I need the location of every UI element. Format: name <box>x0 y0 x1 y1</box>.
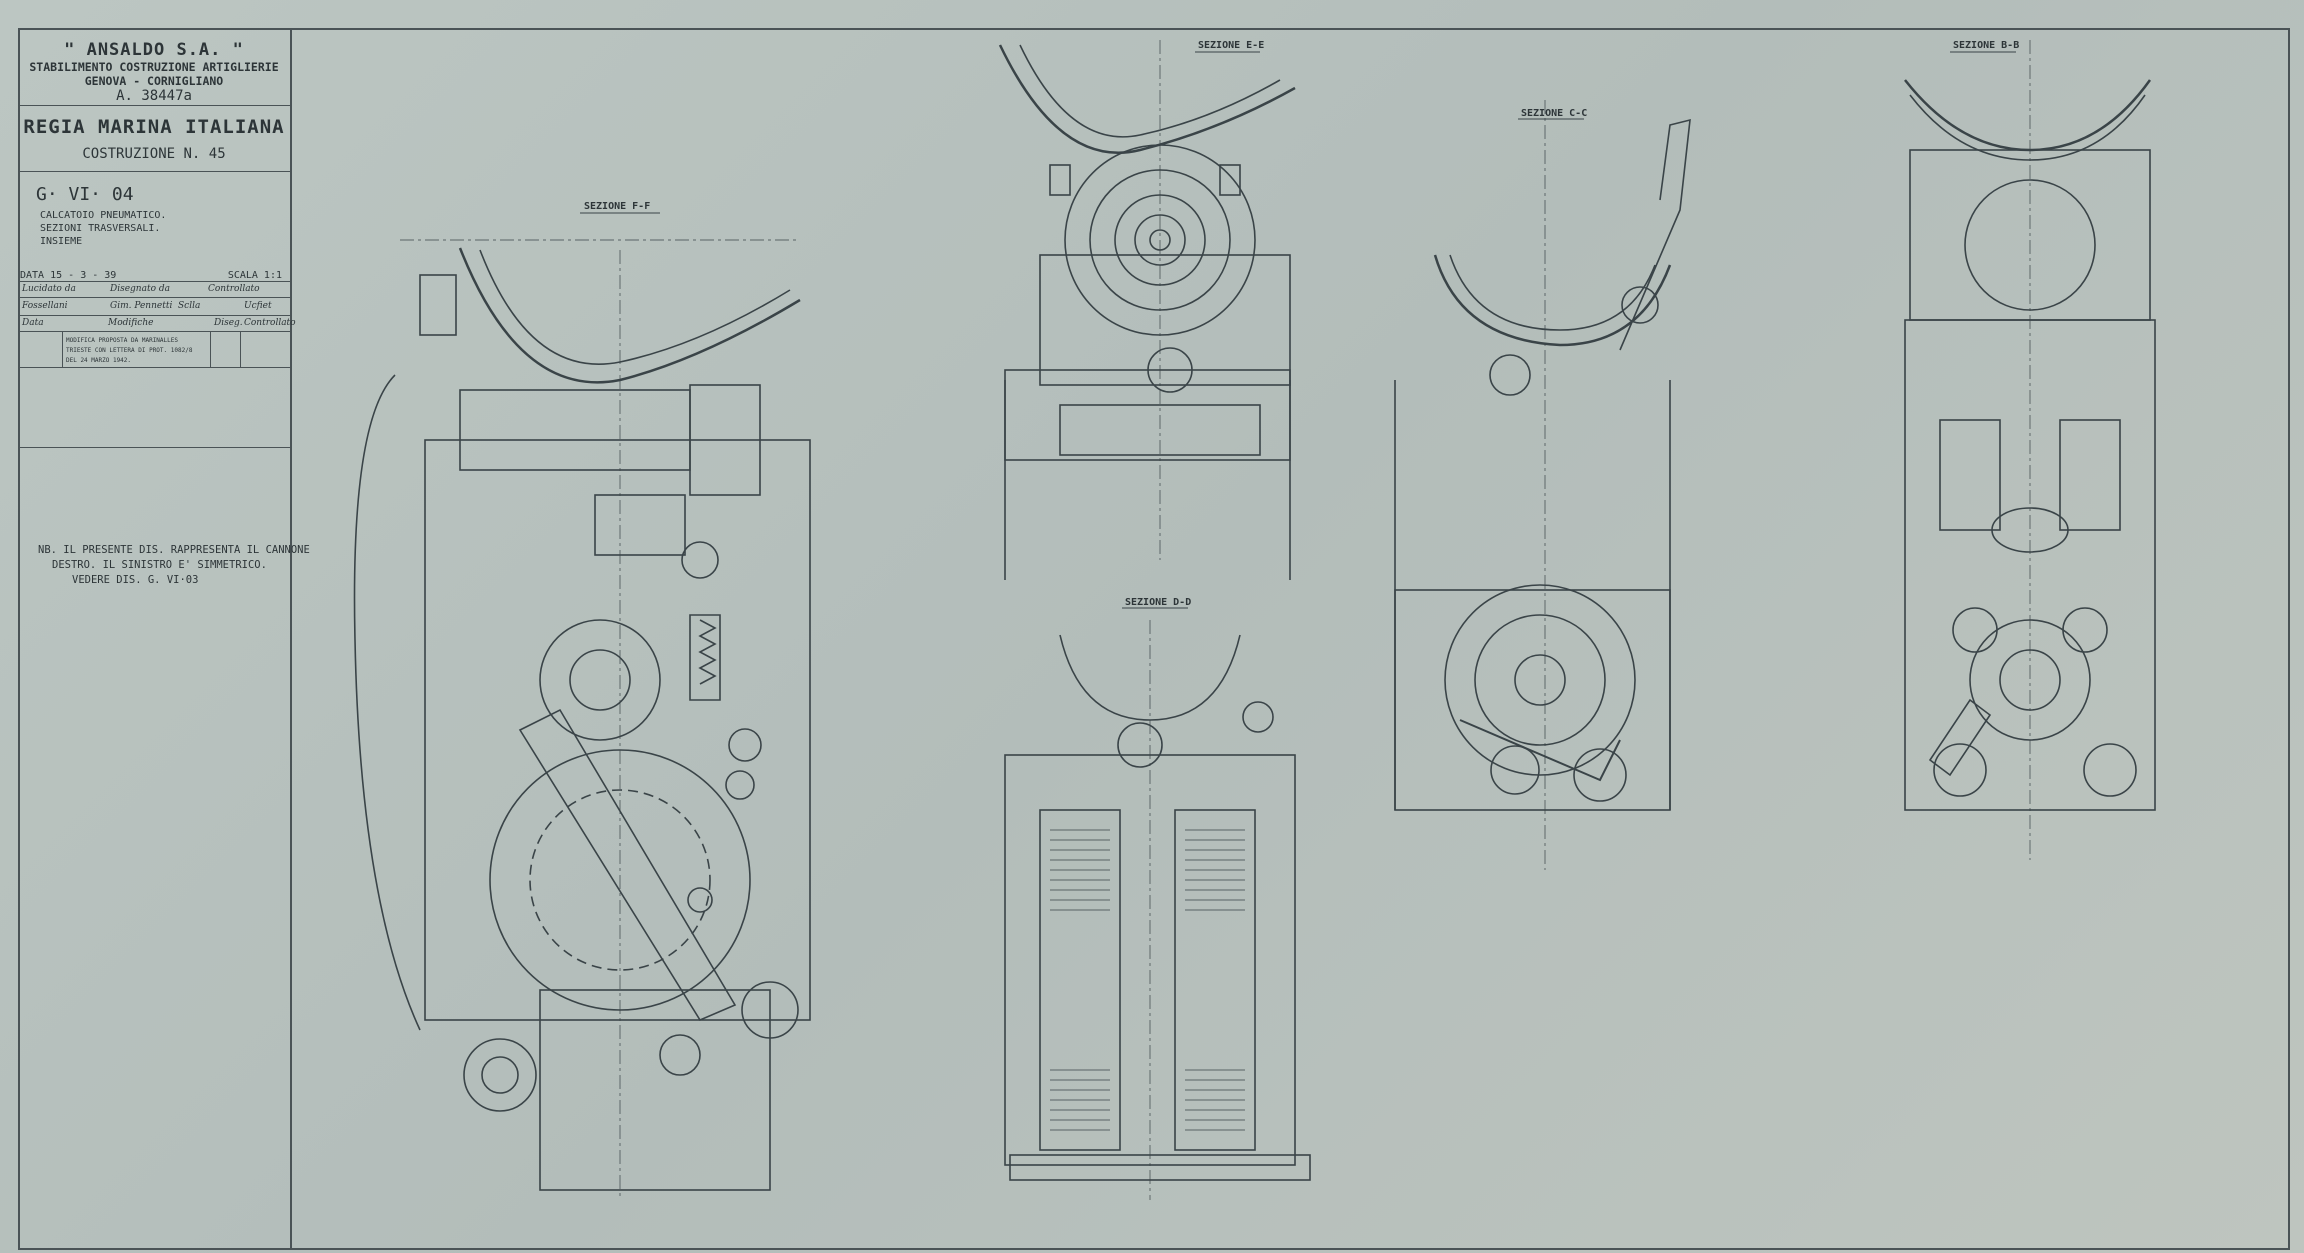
checked-signature: Ucfiet <box>244 301 272 311</box>
description-line: SEZIONI TRASVERSALI. <box>40 223 161 234</box>
title-block: " ANSALDO S.A. " STABILIMENTO COSTRUZION… <box>18 28 296 1250</box>
section-cc-label: SEZIONE C-C <box>1521 108 1587 119</box>
blank-row <box>18 368 290 448</box>
section-bb-label: SEZIONE B-B <box>1953 40 2019 51</box>
archive-number: A. 38447a <box>116 88 192 104</box>
section-dd-drawing <box>1004 620 1311 1200</box>
company-header: " ANSALDO S.A. " STABILIMENTO COSTRUZION… <box>18 28 290 106</box>
modification-row: MODIFICA PROPOSTA DA MARINALLES TRIESTE … <box>18 332 290 368</box>
section-ff-label: SEZIONE F-F <box>584 201 650 212</box>
checked-header: Controllato <box>208 284 260 294</box>
description-line: INSIEME <box>40 236 83 247</box>
drawing-note: NB. IL PRESENTE DIS. RAPPRESENTA IL CANN… <box>38 543 310 588</box>
section-ee-drawing <box>998 40 1296 580</box>
section-cc-drawing <box>1394 100 1691 870</box>
section-dd-label: SEZIONE D-D <box>1125 597 1191 608</box>
client-block: REGIA MARINA ITALIANA COSTRUZIONE N. 45 <box>18 106 290 172</box>
drawing-info: G· VI· 04 CALCATOIO PNEUMATICO. SEZIONI … <box>18 172 290 282</box>
modification-text: MODIFICA PROPOSTA DA MARINALLES TRIESTE … <box>66 337 193 364</box>
plant-location: GENOVA - CORNIGLIANO <box>84 74 224 88</box>
note-line: VEDERE DIS. G. VI·03 <box>72 574 199 586</box>
mod-checked-header: Controllato <box>244 318 296 328</box>
drawn-header: Disegnato da <box>110 284 170 294</box>
traced-signature: Fossellani <box>22 301 68 311</box>
drawing-frame <box>18 28 2290 1250</box>
company-name: " ANSALDO S.A. " <box>64 40 244 60</box>
description-line: CALCATOIO PNEUMATICO. <box>40 210 167 221</box>
section-bb-drawing <box>1904 40 2156 860</box>
mod-drawn-header: Diseg. <box>214 318 243 328</box>
section-ee-label: SEZIONE E-E <box>1198 40 1264 51</box>
note-line: NB. IL PRESENTE DIS. RAPPRESENTA IL CANN… <box>38 544 310 556</box>
section-ff-drawing <box>353 239 811 1200</box>
construction-number: COSTRUZIONE N. 45 <box>82 146 226 162</box>
signature-row: Fossellani Gim. Pennetti Sclla Ucfiet <box>18 298 290 316</box>
modifications-header-row: Data Modifiche Diseg. Controllato <box>18 316 296 332</box>
drawn-signature: Gim. Pennetti <box>110 301 173 311</box>
drawing-code: G· VI· 04 <box>36 184 134 205</box>
client-name: REGIA MARINA ITALIANA <box>23 116 285 138</box>
date: DATA 15 - 3 - 39 <box>20 270 117 281</box>
checked-signature: Sclla <box>178 301 201 311</box>
scale: SCALA 1:1 <box>227 270 282 281</box>
traced-header: Lucidato da <box>22 284 76 294</box>
plant-name: STABILIMENTO COSTRUZIONE ARTIGLIERIE <box>29 60 279 74</box>
signature-header-row: Lucidato da Disegnato da Controllato <box>18 282 290 298</box>
mod-header: Modifiche <box>108 318 154 328</box>
note-line: DESTRO. IL SINISTRO E' SIMMETRICO. <box>52 559 267 571</box>
mod-date-header: Data <box>22 318 44 328</box>
